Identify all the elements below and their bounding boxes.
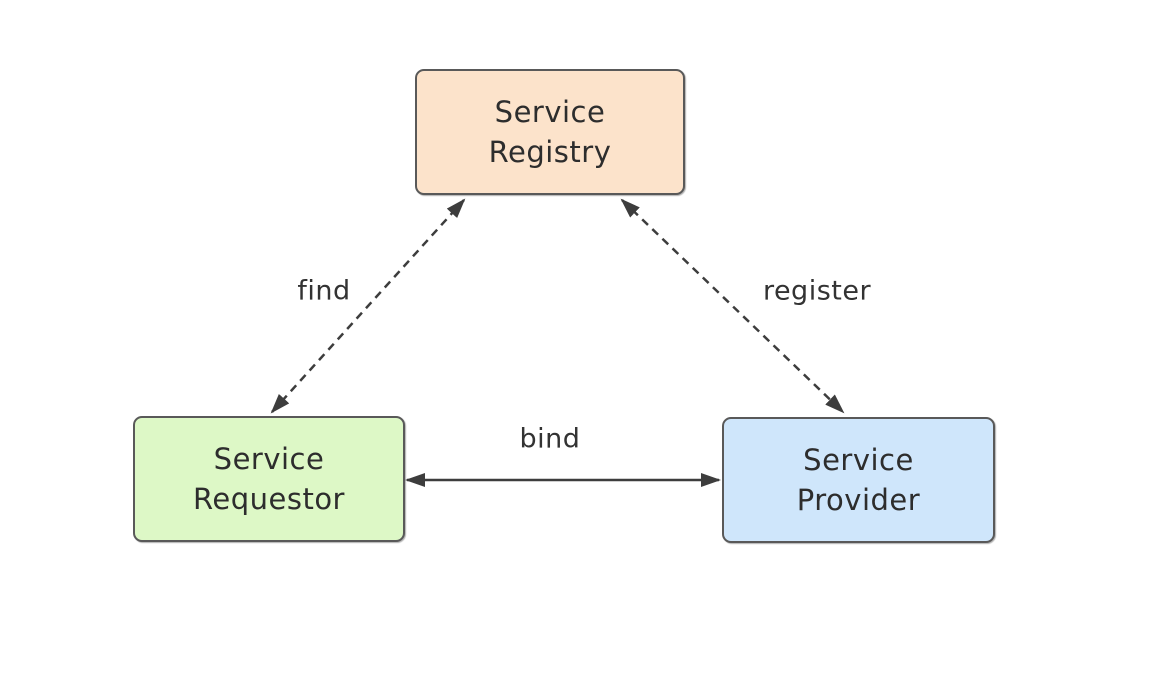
service-requestor-label-line2: Requestor (193, 482, 345, 516)
service-requestor-node: Service Requestor (133, 416, 405, 542)
register-edge-label: register (762, 275, 872, 307)
service-provider-label-line2: Provider (796, 483, 921, 517)
service-provider-node: Service Provider (722, 417, 995, 543)
service-provider-label-line1: Service (803, 442, 914, 477)
service-registry-label-line1: Service (494, 94, 606, 129)
service-requestor-label-line1: Service (213, 441, 325, 476)
service-registry-node: Service Registry (415, 69, 685, 195)
service-registry-label-line2: Registry (488, 135, 612, 169)
bind-edge-label: bind (519, 423, 581, 455)
find-edge-label: find (297, 275, 351, 307)
